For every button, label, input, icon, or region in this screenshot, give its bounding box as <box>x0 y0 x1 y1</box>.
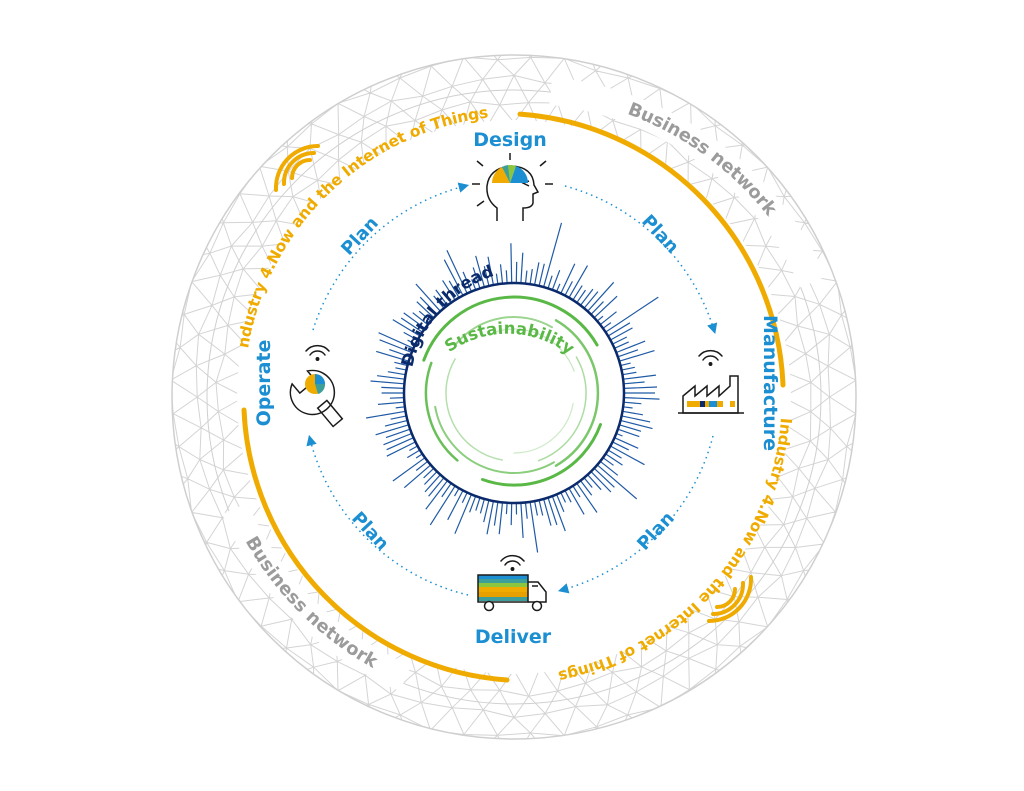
iot-arc-bottom-left <box>241 407 510 683</box>
sustainability-ring-arc <box>481 423 602 487</box>
stage-label-deliver: Deliver <box>475 626 552 648</box>
sustainability-ring-arc <box>424 361 459 462</box>
design-pie-chart <box>492 165 528 183</box>
plan-label-top-left: Plan <box>337 213 383 260</box>
factory-icon <box>678 349 744 414</box>
sustainability-ring-arc <box>554 319 600 467</box>
wifi-signal-icon <box>500 554 525 571</box>
wrench-icon <box>289 344 344 428</box>
sustainability-ring-arc <box>491 328 575 372</box>
outer-ring-edge <box>171 54 857 740</box>
iot-label-top: Industry 4.Now and the Internet of Thing… <box>0 0 489 349</box>
label-band-top <box>549 76 827 288</box>
plan-label-top-right: Plan <box>637 211 683 258</box>
label-band-bottom <box>222 502 412 692</box>
head-with-pie-icon <box>472 153 553 221</box>
arrow-design-to-manufacture <box>564 185 718 335</box>
sustainability-ring-arc <box>434 405 555 475</box>
arrow-operate-to-design <box>312 182 470 331</box>
sustainability-ring-arc <box>454 316 553 346</box>
data-spikes <box>365 222 660 553</box>
sustainability-rings <box>422 295 602 487</box>
sustainability-ring-arc <box>513 402 574 454</box>
stage-label-operate: Operate <box>253 340 275 427</box>
stage-label-manufacture: Manufacture <box>759 315 781 451</box>
sustainability-ring-arc <box>445 358 503 461</box>
sustainability-ring-arc <box>422 295 599 362</box>
digital-thread-core: Digital thread Sustainability <box>365 222 660 553</box>
outer-ring-inner-edge <box>206 89 822 705</box>
wifi-signal-icon <box>698 349 723 366</box>
stage-label-design: Design <box>473 129 547 151</box>
plan-label-bottom-right: Plan <box>633 508 679 555</box>
wifi-signal-icon <box>305 344 330 361</box>
truck-icon <box>477 554 547 612</box>
arrow-deliver-to-operate <box>306 434 469 596</box>
iot-ring: Industry 4.Now and the Internet of Thing… <box>0 0 795 686</box>
core-circle <box>402 281 626 505</box>
iot-arc-top-right <box>517 111 786 388</box>
spike-path <box>365 222 660 553</box>
plan-label-bottom-left: Plan <box>347 508 393 555</box>
broadcast-waves-icon <box>707 575 754 624</box>
sustainability-ring-arc <box>537 356 587 462</box>
broadcast-waves-icon <box>273 143 320 192</box>
